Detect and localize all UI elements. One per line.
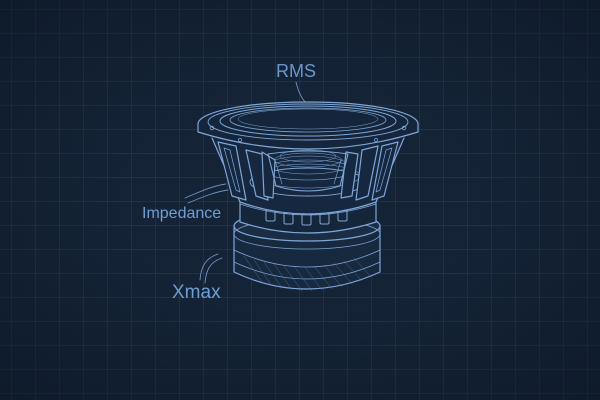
leader-line-xmax <box>204 257 223 284</box>
label-rms: RMS <box>276 61 316 81</box>
leader-line-impedance <box>187 189 229 204</box>
leader-line-rms <box>295 81 306 103</box>
label-impedance: Impedance <box>142 205 222 222</box>
label-xmax: Xmax <box>172 282 221 303</box>
